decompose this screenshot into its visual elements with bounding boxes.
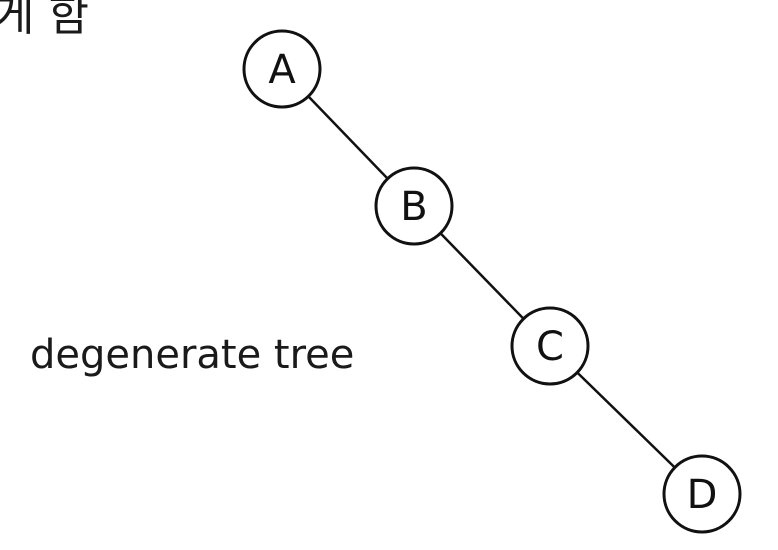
tree-caption: degenerate tree [30, 332, 355, 378]
node-circle-a [242, 29, 322, 109]
top-text-fragment: 게 함 [0, 0, 89, 41]
node-c: C [510, 306, 590, 386]
edge-b-c [439, 232, 525, 320]
node-d: D [662, 454, 742, 534]
node-label-c: C [536, 324, 564, 370]
edge-c-d [576, 371, 676, 469]
node-label-b: B [400, 184, 427, 230]
node-circle-d [662, 454, 742, 534]
node-circle-c [510, 306, 590, 386]
node-b: B [374, 166, 454, 246]
node-a: A [242, 29, 322, 109]
edge-a-b [307, 95, 389, 180]
node-label-d: D [687, 472, 718, 518]
node-label-a: A [268, 47, 296, 93]
tree-nodes: A B C D [242, 29, 742, 534]
tree-edges [307, 95, 676, 469]
node-circle-b [374, 166, 454, 246]
